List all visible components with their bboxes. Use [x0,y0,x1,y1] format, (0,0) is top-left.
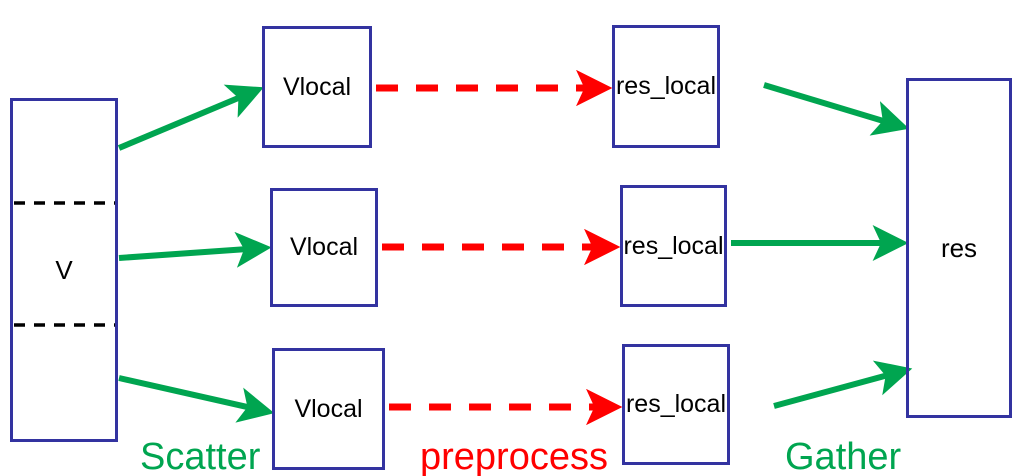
caption-preprocess: preprocess [420,436,608,476]
vlocal-box-1[interactable]: Vlocal [262,26,372,148]
res-local-box-1[interactable]: res_local [612,25,720,148]
caption-gather: Gather [785,436,902,476]
res-local-label-1: res_local [615,72,717,100]
caption-scatter: Scatter [140,436,261,476]
res-local-label-2: res_local [623,231,724,260]
result-block-res[interactable]: res [906,78,1012,418]
vlocal-box-3[interactable]: Vlocal [272,348,385,470]
source-block-v[interactable]: V [10,98,118,442]
vlocal-label-1: Vlocal [282,72,352,101]
source-block-label: V [55,255,73,285]
scatter-arrow-2 [118,231,272,268]
scatter-arrow-1 [117,84,264,151]
gather-arrow-1 [763,82,910,136]
scatter-arrow-3 [118,375,275,423]
result-block-label: res [940,233,978,263]
res-local-box-3[interactable]: res_local [622,344,730,465]
vlocal-box-2[interactable]: Vlocal [270,188,378,307]
vlocal-label-2: Vlocal [289,233,359,261]
res-local-box-2[interactable]: res_local [620,185,727,307]
vlocal-label-3: Vlocal [294,394,363,423]
gather-arrow-3 [773,360,913,409]
res-local-label-3: res_local [625,390,727,418]
